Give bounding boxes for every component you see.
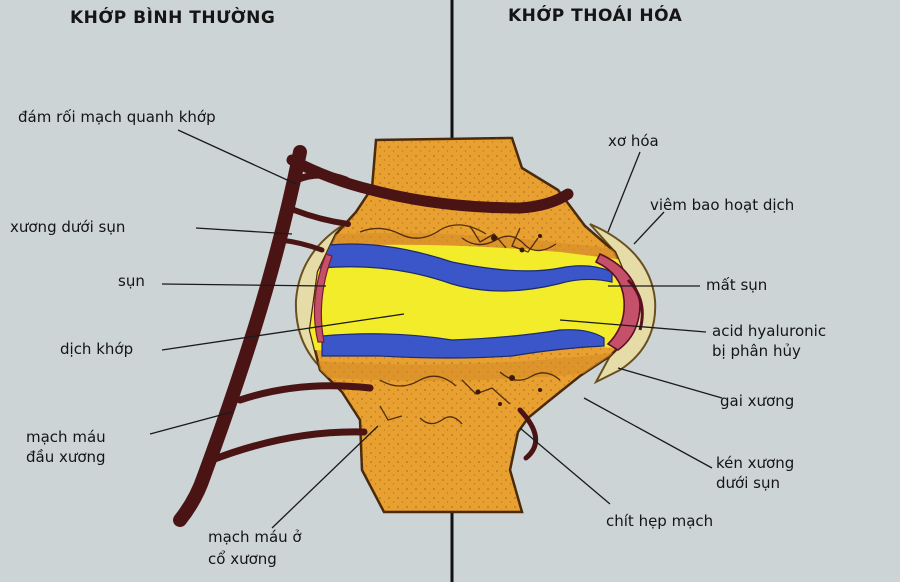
label-neck-vessel-2: cổ xương <box>208 550 277 568</box>
lower-cartilage <box>321 329 605 359</box>
label-synovitis: viêm bao hoạt dịch <box>650 196 795 214</box>
synovium-left <box>313 253 333 343</box>
label-bone-spur: gai xương <box>720 392 795 410</box>
trabecular-network <box>359 224 561 425</box>
label-cartilage-loss: mất sụn <box>706 276 768 294</box>
title-degenerative-joint: KHỚP THOÁI HÓA <box>508 6 683 26</box>
label-joint-fluid: dịch khớp <box>60 340 134 358</box>
label-cyst-1: kén xương <box>716 454 795 472</box>
label-epiphysis-vessel-1: mạch máu <box>26 428 106 446</box>
vessel-network <box>173 145 574 527</box>
leader-lines <box>149 129 723 529</box>
label-vessel-plexus: đám rối mạch quanh khớp <box>18 108 216 126</box>
label-epiphysis-vessel-2: đầu xương <box>26 448 106 466</box>
label-subchondral-bone: xương dưới sụn <box>10 218 126 236</box>
label-cyst-2: dưới sụn <box>716 474 780 492</box>
label-hyaluronic-2: bị phân hủy <box>712 342 801 360</box>
bone-cysts <box>475 234 542 406</box>
label-cartilage: sụn <box>118 272 145 290</box>
label-hyaluronic-1: acid hyaluronic <box>712 322 827 340</box>
upper-cartilage <box>319 243 613 292</box>
synovium-right-dark <box>626 278 644 331</box>
title-normal-joint: KHỚP BÌNH THƯỜNG <box>70 8 276 28</box>
label-vessel-narrowing: chít hẹp mạch <box>606 512 714 530</box>
label-neck-vessel-1: mạch máu ở <box>208 528 302 546</box>
joint-capsule-right <box>589 223 657 385</box>
label-fibrosis: xơ hóa <box>608 132 659 150</box>
